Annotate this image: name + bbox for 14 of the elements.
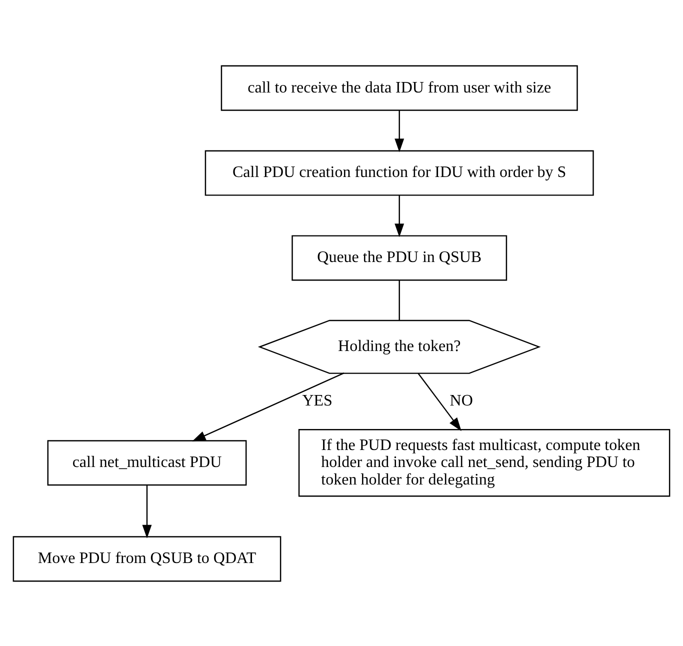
arrow xyxy=(394,110,404,152)
node-box: call net_multicast PDU xyxy=(47,440,247,486)
arrow xyxy=(394,195,404,237)
node-box: Queue the PDU in QSUB xyxy=(292,234,508,280)
node-box: If the PUD requests fast multicast, compute token holder and invoke call net_send, sending PDU to token holder for delegating xyxy=(298,428,670,496)
node-box: Call PDU creation function for IDU with order by S xyxy=(204,150,594,196)
edge-label: NO xyxy=(450,392,473,410)
connector xyxy=(398,280,400,320)
arrow xyxy=(142,484,152,538)
arrow xyxy=(418,372,462,431)
node-box: call to receive the data IDU from user with size xyxy=(220,64,578,110)
edge-label: YES xyxy=(302,392,332,410)
arrow xyxy=(192,372,344,441)
node-box: Move PDU from QSUB to QDAT xyxy=(12,536,282,582)
